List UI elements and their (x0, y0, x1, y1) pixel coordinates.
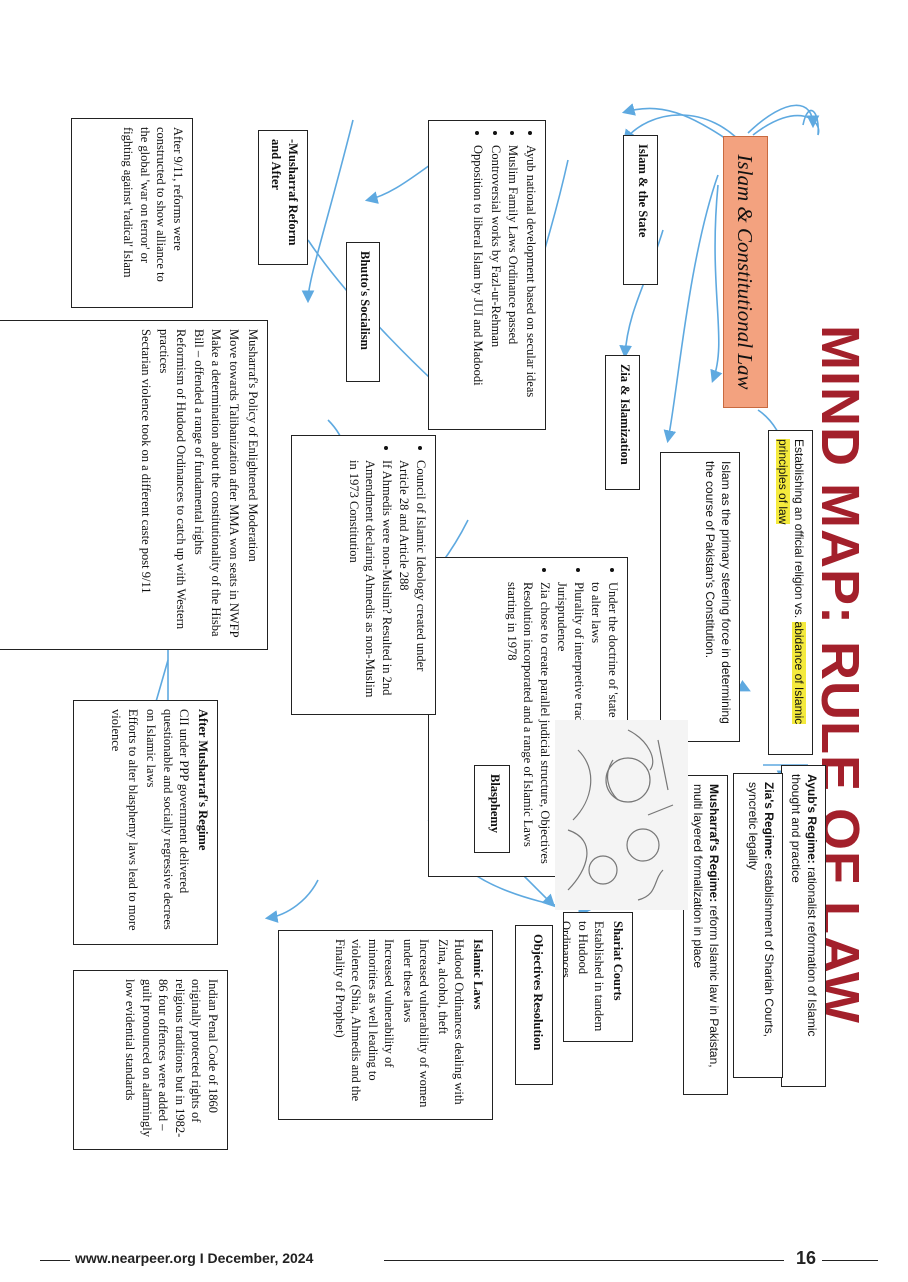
islam-state-node: Islam & the State (623, 135, 658, 285)
bhutto-item: If Ahmedis were non-Muslim? Resulted in … (346, 460, 396, 706)
primary-force-box: Islam as the primary steering force in d… (660, 452, 740, 742)
enlightened-item: Move towards Talibanization after MMA wo… (227, 329, 242, 638)
islamic-laws-title: Islamic Laws (471, 939, 485, 1010)
islam-state-item: Ayub national development based on secul… (523, 145, 540, 421)
establishing-box: Establishing an official religion vs. ab… (768, 430, 813, 755)
enlightened-moderation-box: Musharraf's Policy of Enlightened Modera… (0, 320, 268, 650)
after-911-text: After 9/11, reforms were constructed to … (121, 127, 186, 282)
shariat-courts-box: Shariat Courts Established in tandem to … (563, 912, 633, 1042)
shariat-courts-title: Shariat Courts (611, 921, 625, 1001)
musharraf-reform-node: -Musharraf Reform and After (258, 130, 308, 265)
after-musharraf-item: Efforts to alter blasphemy laws lead to … (109, 709, 141, 931)
primary-force-text: Islam as the primary steering force in d… (703, 461, 733, 724)
central-topic-box: Islam & Constitutional Law (723, 136, 768, 408)
shariat-courts-text: Established in tandem to Hudood Ordinanc… (563, 921, 607, 1032)
zia-regime-label: Zia's Regime: (762, 782, 776, 860)
penal-code-box: Indian Penal Code of 1860 originally pro… (73, 970, 228, 1150)
islamic-laws-item: Hudood Ordinances dealing with Zina, alc… (436, 939, 467, 1105)
establishing-text: Establishing an official religion vs. (792, 439, 806, 622)
islamic-laws-box: Islamic Laws Hudood Ordinances dealing w… (278, 930, 493, 1120)
footer-rule (384, 1260, 784, 1261)
blasphemy-node: Blasphemy (474, 765, 510, 853)
islam-state-details: Ayub national development based on secul… (428, 120, 546, 430)
footer-rule (40, 1260, 70, 1261)
islam-state-item: Controversial works by Fazl-ur-Rehman (488, 145, 505, 421)
enlightened-item: Make a determination about the constitut… (192, 329, 224, 637)
enlightened-item: Reformism of Hudood Ordinances to catch … (157, 329, 189, 630)
ayub-regime-label: Ayub's Regime: (805, 774, 819, 864)
zia-islamization-node: Zia & Islamization (605, 355, 640, 490)
bhutto-details: Council of Islamic Ideology created unde… (291, 435, 436, 715)
islam-state-item: Opposition to liberal Islam by JUI and M… (470, 145, 487, 421)
musharraf-regime-label: Musharraf's Regime: (707, 784, 721, 903)
islam-state-item: Muslim Family Laws Ordinance passed (505, 145, 522, 421)
zia-item: Zia chose to create parallel judicial st… (504, 582, 554, 868)
footer-rule (822, 1260, 878, 1261)
islamic-laws-item: Increased vulnerability of women under t… (401, 939, 432, 1108)
after-911-box: After 9/11, reforms were constructed to … (71, 118, 193, 308)
footer-text: www.nearpeer.org I December, 2024 (75, 1250, 314, 1266)
after-musharraf-box: After Musharraf's Regime CII under PPP g… (73, 700, 218, 945)
penal-code-text: Indian Penal Code of 1860 originally pro… (123, 979, 221, 1138)
objectives-resolution-node: Objectives Resolution (515, 925, 553, 1085)
ayub-regime-box: Ayub's Regime: rationalist reformation o… (781, 765, 826, 1087)
bhutto-socialism-node: Bhutto's Socialism (346, 242, 380, 382)
after-musharraf-title: After Musharraf's Regime (196, 709, 210, 851)
page-number: 16 (796, 1248, 817, 1268)
zia-regime-box: Zia's Regime: establishment of Shariah C… (733, 773, 783, 1078)
cartoon-illustration (555, 720, 688, 910)
bhutto-item: Council of Islamic Ideology created unde… (396, 460, 429, 706)
after-musharraf-item: CII under PPP government delivered quest… (144, 709, 192, 930)
footer: www.nearpeer.org I December, 2024 16 (0, 1248, 908, 1272)
enlightened-item: Musharraf's Policy of Enlightened Modera… (246, 329, 260, 562)
islamic-laws-item: Increased vulnerability of minorities as… (333, 939, 397, 1102)
musharraf-regime-box: Musharraf's Regime: reform Islamic law i… (683, 775, 728, 1095)
enlightened-item: Sectarian violence took on a different c… (139, 329, 153, 594)
